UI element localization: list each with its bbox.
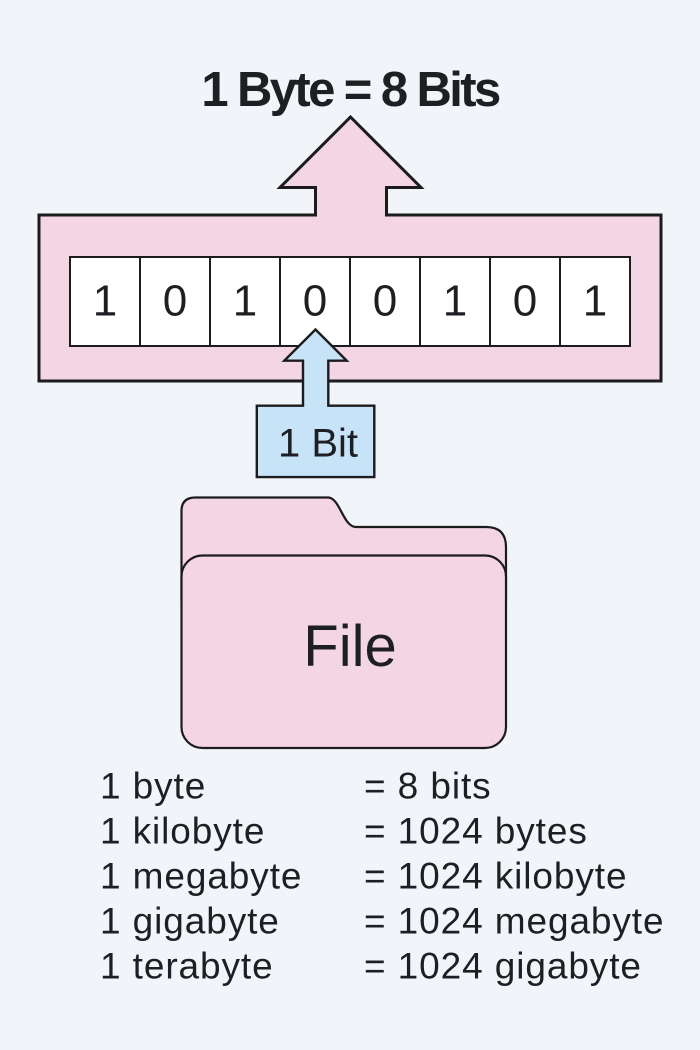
svg-text:1 Bit: 1 Bit — [278, 422, 358, 466]
svg-text:= 1024 megabyte: = 1024 megabyte — [364, 900, 664, 941]
svg-text:1: 1 — [233, 277, 257, 326]
svg-text:File: File — [303, 614, 396, 679]
svg-text:0: 0 — [513, 277, 537, 326]
svg-text:0: 0 — [303, 277, 327, 326]
svg-text:1 kilobyte: 1 kilobyte — [100, 810, 265, 851]
svg-text:1 gigabyte: 1 gigabyte — [100, 900, 280, 941]
svg-text:= 1024 gigabyte: = 1024 gigabyte — [364, 945, 642, 986]
svg-text:1: 1 — [583, 277, 607, 326]
svg-text:= 8 bits: = 8 bits — [364, 765, 492, 806]
svg-text:1 terabyte: 1 terabyte — [100, 945, 274, 986]
svg-text:0: 0 — [373, 277, 397, 326]
svg-text:1: 1 — [443, 277, 467, 326]
svg-text:= 1024 kilobyte: = 1024 kilobyte — [364, 855, 627, 896]
svg-text:0: 0 — [163, 277, 187, 326]
svg-text:1 Byte = 8 Bits: 1 Byte = 8 Bits — [201, 63, 500, 117]
svg-text:= 1024 bytes: = 1024 bytes — [364, 810, 588, 851]
svg-text:1 byte: 1 byte — [100, 765, 206, 806]
svg-text:1 megabyte: 1 megabyte — [100, 855, 302, 896]
svg-text:1: 1 — [93, 277, 117, 326]
